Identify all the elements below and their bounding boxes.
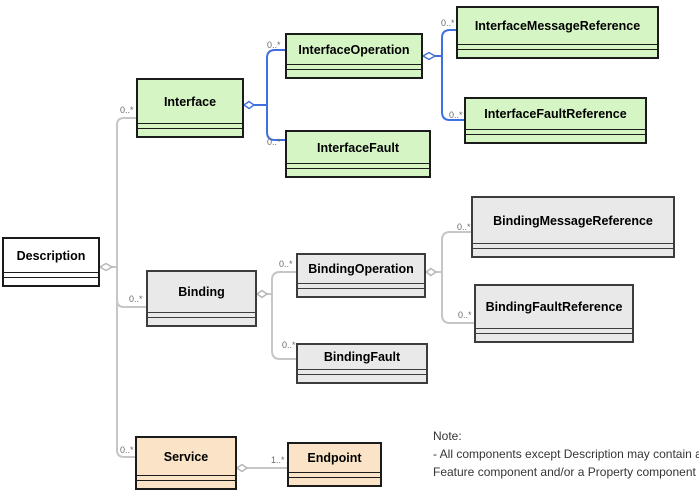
operations-compartment bbox=[473, 248, 673, 256]
node-interface-fault: InterfaceFault bbox=[285, 130, 431, 178]
node-title: BindingFaultReference bbox=[485, 300, 623, 314]
attributes-compartment bbox=[466, 129, 645, 134]
operations-compartment bbox=[138, 128, 242, 136]
attributes-compartment bbox=[287, 163, 429, 168]
note-line: - All components except Description may … bbox=[433, 447, 699, 461]
attributes-compartment bbox=[148, 312, 255, 317]
interface-operation-children-connector bbox=[421, 29, 464, 121]
multiplicity-label: 0..* bbox=[279, 259, 293, 269]
multiplicity-label: 0..* bbox=[267, 137, 281, 147]
operations-compartment bbox=[298, 288, 424, 296]
aggregation-diamond bbox=[255, 289, 269, 299]
attributes-compartment bbox=[476, 328, 632, 333]
operations-compartment bbox=[287, 69, 421, 77]
note-title: Note: bbox=[433, 429, 462, 443]
node-binding-operation: BindingOperation bbox=[296, 253, 426, 298]
attributes-compartment bbox=[138, 123, 242, 128]
operations-compartment bbox=[137, 480, 235, 488]
operations-compartment bbox=[4, 277, 98, 285]
attributes-compartment bbox=[4, 272, 98, 277]
attributes-compartment bbox=[473, 243, 673, 248]
node-title: InterfaceFault bbox=[317, 140, 399, 155]
node-title: InterfaceOperation bbox=[298, 42, 410, 57]
binding-operation-children-connector bbox=[424, 231, 474, 324]
aggregation-diamond bbox=[98, 262, 114, 272]
node-title: Service bbox=[163, 449, 209, 464]
operations-compartment bbox=[148, 317, 255, 325]
node-binding: Binding bbox=[146, 270, 257, 327]
node-title: InterfaceMessageReference bbox=[474, 19, 641, 33]
node-title: InterfaceFaultReference bbox=[484, 107, 627, 121]
node-title: Description bbox=[16, 248, 86, 263]
multiplicity-label: 0..* bbox=[282, 340, 296, 350]
interface-children-connector bbox=[242, 49, 285, 141]
node-title: Binding bbox=[178, 285, 225, 299]
node-title: Interface bbox=[163, 94, 217, 109]
description-children-connector bbox=[98, 117, 146, 458]
aggregation-diamond bbox=[421, 51, 437, 61]
node-title: Endpoint bbox=[307, 451, 362, 465]
node-binding-message-reference: BindingMessageReference bbox=[471, 196, 675, 258]
multiplicity-label: 0..* bbox=[449, 110, 463, 120]
multiplicity-label: 0..* bbox=[458, 310, 472, 320]
binding-children-connector bbox=[255, 271, 296, 360]
attributes-compartment bbox=[298, 369, 426, 374]
multiplicity-label: 0..* bbox=[267, 40, 281, 50]
operations-compartment bbox=[298, 374, 426, 382]
node-title: BindingFault bbox=[323, 350, 401, 364]
operations-compartment bbox=[466, 134, 645, 142]
multiplicity-label: 0..* bbox=[120, 105, 134, 115]
multiplicity-label: 0..* bbox=[129, 294, 143, 304]
attributes-compartment bbox=[298, 283, 424, 288]
node-title: BindingMessageReference bbox=[493, 213, 653, 228]
node-endpoint: Endpoint bbox=[287, 442, 382, 487]
node-binding-fault: BindingFault bbox=[296, 343, 428, 384]
node-title: BindingOperation bbox=[308, 262, 414, 276]
node-interface-operation: InterfaceOperation bbox=[285, 33, 423, 79]
operations-compartment bbox=[287, 168, 429, 176]
attributes-compartment bbox=[137, 475, 235, 480]
attributes-compartment bbox=[287, 64, 421, 69]
node-service: Service bbox=[135, 436, 237, 490]
aggregation-diamond bbox=[235, 463, 249, 473]
aggregation-diamond bbox=[242, 100, 256, 110]
attributes-compartment bbox=[458, 44, 657, 49]
multiplicity-label: 1..* bbox=[271, 455, 285, 465]
multiplicity-label: 0..* bbox=[120, 445, 134, 455]
node-interface-message-reference: InterfaceMessageReference bbox=[456, 6, 659, 59]
node-description: Description bbox=[2, 237, 100, 287]
aggregation-diamond bbox=[424, 267, 438, 277]
note-line: Feature component and/or a Property comp… bbox=[433, 465, 696, 479]
multiplicity-label: 0..* bbox=[441, 18, 455, 28]
operations-compartment bbox=[289, 477, 380, 485]
node-interface-fault-reference: InterfaceFaultReference bbox=[464, 97, 647, 144]
attributes-compartment bbox=[289, 472, 380, 477]
node-interface: Interface bbox=[136, 78, 244, 138]
node-binding-fault-reference: BindingFaultReference bbox=[474, 284, 634, 343]
operations-compartment bbox=[458, 49, 657, 57]
operations-compartment bbox=[476, 333, 632, 341]
multiplicity-label: 0..* bbox=[457, 222, 471, 232]
service-endpoint-connector bbox=[235, 463, 287, 473]
note-block: Note: - All components except Descriptio… bbox=[433, 427, 699, 481]
